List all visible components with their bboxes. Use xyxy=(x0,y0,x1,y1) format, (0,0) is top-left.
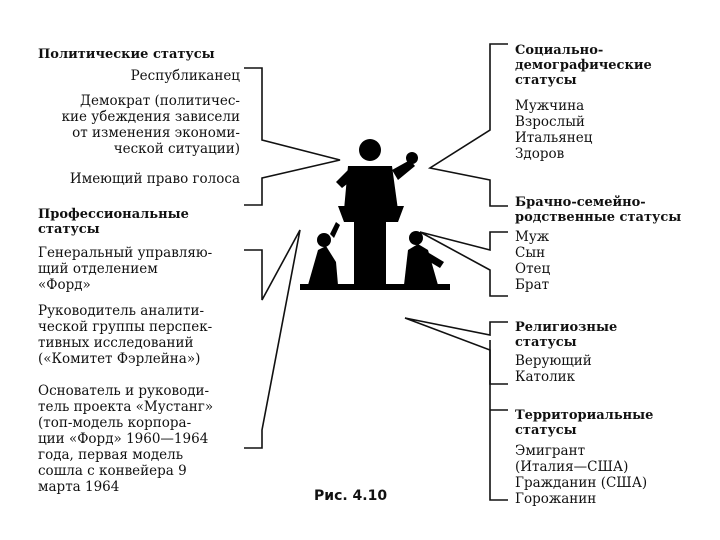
political-item-2-line-4: ческой ситуации) xyxy=(113,141,240,157)
territorial-item: Горожанин xyxy=(515,491,597,507)
professional-item-1-line-3: «Форд» xyxy=(38,277,91,293)
family-items: Муж Сын Отец Брат xyxy=(515,229,550,293)
sociodemographic-item: Итальянец xyxy=(515,130,593,146)
religious-item: Верующий xyxy=(515,353,592,369)
religious-bracket xyxy=(404,317,508,385)
sociodemographic-title-line-1: Социально- xyxy=(515,43,604,58)
family-item: Муж xyxy=(515,229,550,245)
figure-caption: Рис. 4.10 xyxy=(314,488,388,504)
territorial-title-line-1: Территориальные xyxy=(515,408,654,423)
professional-item-2-line-4: («Комитет Фэрлейна») xyxy=(38,351,201,367)
professional-item-3-line-1: Основатель и руководи- xyxy=(38,383,210,399)
sociodemographic-title-line-3: статусы xyxy=(515,73,577,88)
political-item-1-line-1: Республиканец xyxy=(130,68,240,84)
sociodemographic-item: Мужчина xyxy=(515,98,585,114)
political-item-2-line-2: кие убеждения зависели xyxy=(61,109,240,125)
territorial-title: Территориальные статусы xyxy=(515,408,653,438)
religious-title-line-2: статусы xyxy=(515,335,577,350)
professional-item-2: Руководитель аналити- ческой группы перс… xyxy=(38,303,212,367)
sociodemographic-bracket xyxy=(427,43,508,207)
professional-item-1: Генеральный управляю- щий отделением «Фо… xyxy=(38,245,212,293)
political-item-2-line-3: от изменения экономи- xyxy=(72,125,240,141)
religious-title-line-1: Религиозные xyxy=(515,320,618,335)
family-item: Брат xyxy=(515,277,550,293)
political-item-2: Демократ (политичес- кие убеждения завис… xyxy=(20,93,240,157)
sociodemographic-title: Социально- демографические статусы xyxy=(515,43,652,88)
professional-title-line-1: Профессиональные xyxy=(38,207,189,222)
religious-title: Религиозные статусы xyxy=(515,320,617,350)
family-bracket xyxy=(419,231,508,297)
professional-item-3-line-6: сошла с конвейера 9 xyxy=(38,463,187,479)
professional-item-3: Основатель и руководи- тель проекта «Мус… xyxy=(38,383,213,495)
speaker-silhouette-icon xyxy=(300,139,450,290)
religious-items: Верующий Католик xyxy=(515,353,592,385)
territorial-item: Эмигрант xyxy=(515,443,586,459)
family-title-line-2: родственные статусы xyxy=(515,210,682,225)
sociodemographic-item: Здоров xyxy=(515,146,565,162)
professional-item-3-line-4: ции «Форд» 1960—1964 xyxy=(38,431,209,447)
territorial-item: Гражданин (США) xyxy=(515,475,648,491)
professional-item-1-line-1: Генеральный управляю- xyxy=(38,245,213,261)
sociodemographic-title-line-2: демографические xyxy=(515,58,652,73)
family-item: Отец xyxy=(515,261,551,277)
professional-statuses-title: Профессиональные статусы xyxy=(38,207,189,237)
political-item-2-line-1: Демократ (политичес- xyxy=(80,93,240,109)
sociodemographic-items: Мужчина Взрослый Итальянец Здоров xyxy=(515,98,592,162)
territorial-title-line-2: статусы xyxy=(515,423,577,438)
professional-bracket xyxy=(244,229,301,449)
professional-item-2-line-1: Руководитель аналити- xyxy=(38,303,205,319)
political-statuses-title: Политические статусы xyxy=(38,47,215,62)
political-item-3: Имеющий право голоса xyxy=(20,171,240,187)
professional-item-2-line-3: тивных исследований xyxy=(38,335,194,351)
professional-item-3-line-5: года, первая модель xyxy=(38,447,184,463)
territorial-item: (Италия—США) xyxy=(515,459,629,475)
territorial-items: Эмигрант (Италия—США) Гражданин (США) Го… xyxy=(515,443,647,507)
professional-item-2-line-2: ческой группы перспек- xyxy=(38,319,213,335)
professional-item-3-line-7: марта 1964 xyxy=(38,479,120,495)
political-bracket xyxy=(244,67,341,206)
professional-item-1-line-2: щий отделением xyxy=(38,261,158,277)
political-item-1: Республиканец xyxy=(60,68,240,84)
territorial-bracket xyxy=(489,340,508,501)
family-title-line-1: Брачно-семейно- xyxy=(515,195,646,210)
professional-title-line-2: статусы xyxy=(38,222,100,237)
professional-item-3-line-2: тель проекта «Мустанг» xyxy=(38,399,214,415)
family-item: Сын xyxy=(515,245,546,261)
religious-item: Католик xyxy=(515,369,576,385)
professional-item-3-line-3: (топ-модель корпора- xyxy=(38,415,192,431)
political-item-3-line-1: Имеющий право голоса xyxy=(69,171,240,187)
sociodemographic-item: Взрослый xyxy=(515,114,585,130)
family-title: Брачно-семейно- родственные статусы xyxy=(515,195,681,225)
